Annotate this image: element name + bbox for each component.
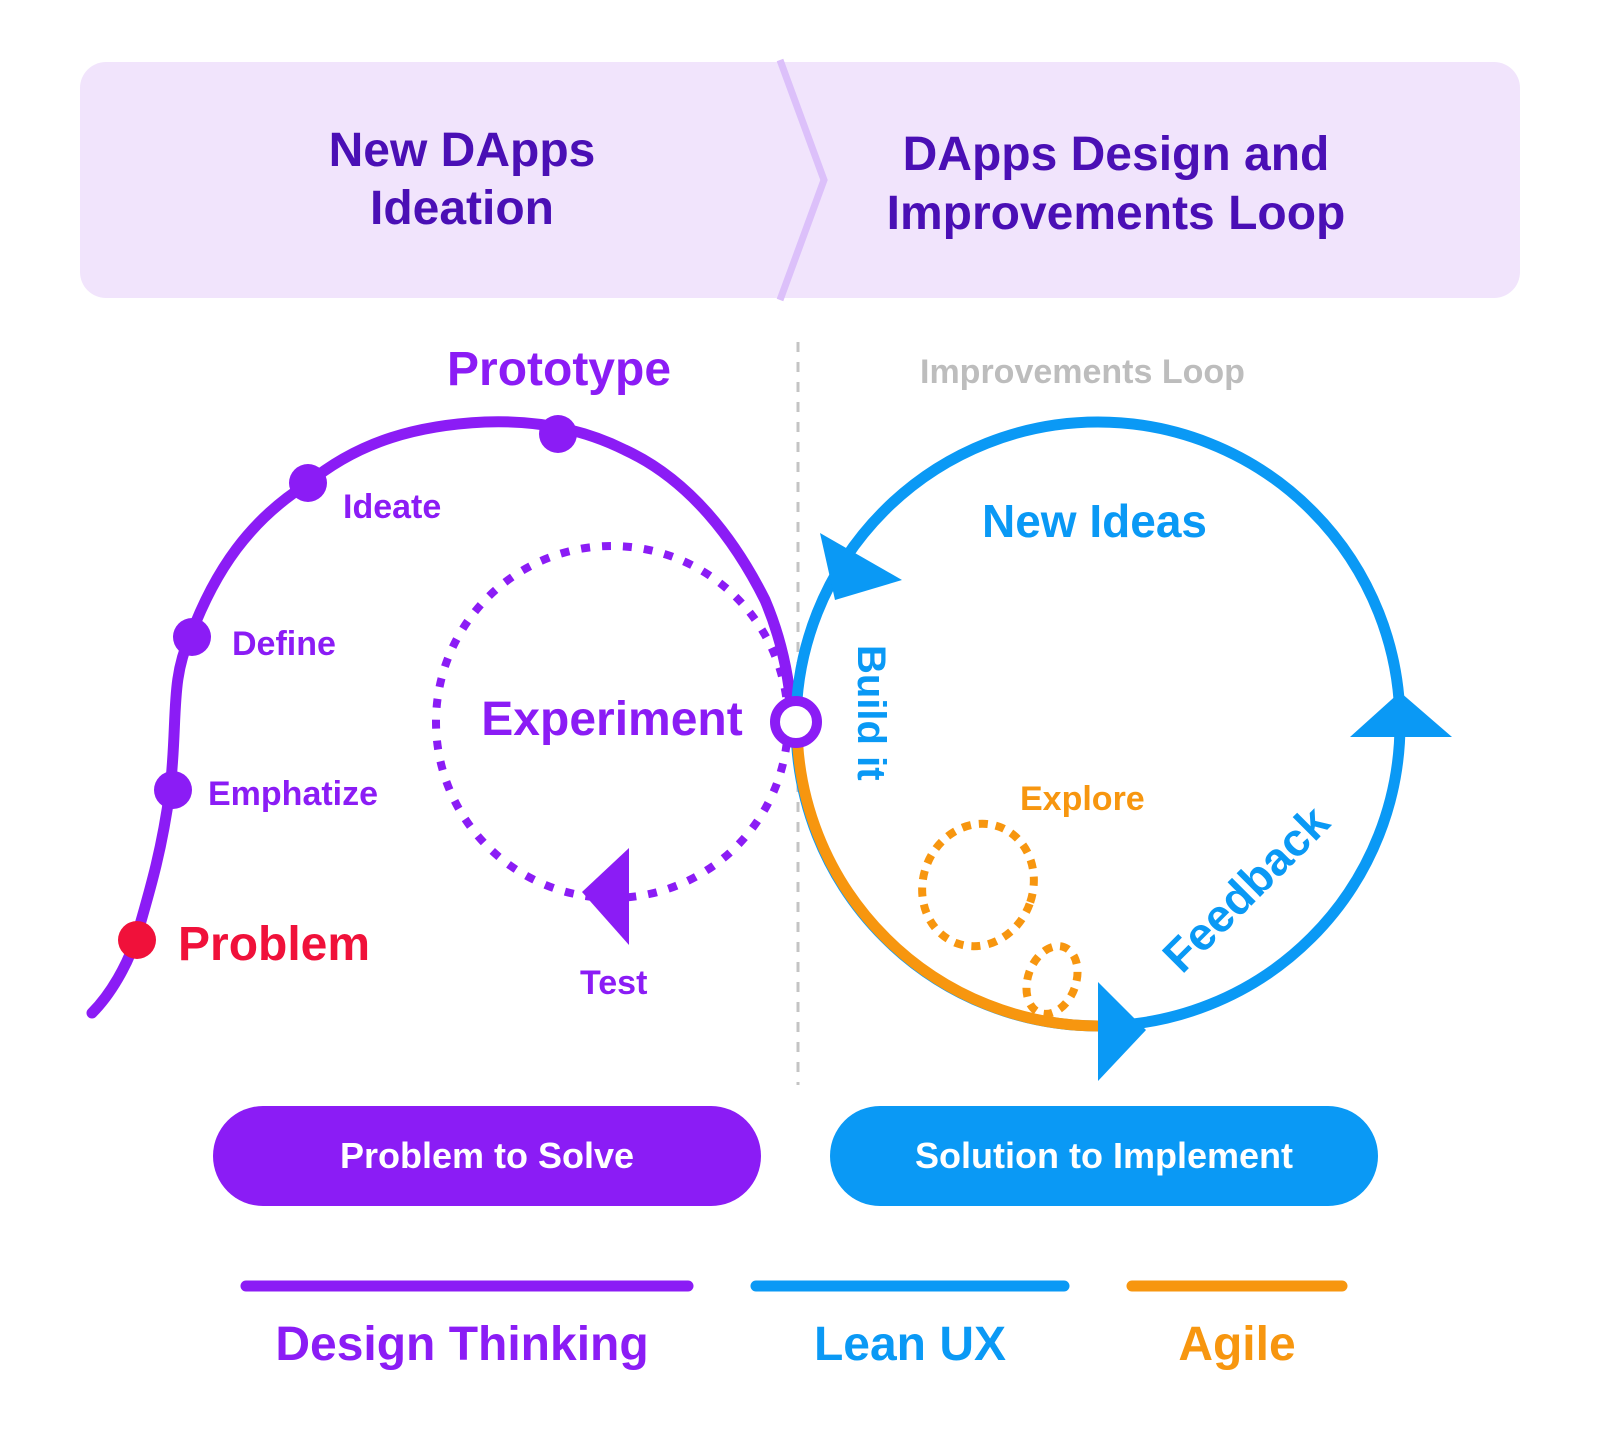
header-chevron-divider <box>776 58 828 302</box>
legend-label-agile: Agile <box>1178 1318 1295 1371</box>
experiment-junction-dot <box>770 696 822 748</box>
explore-label: Explore <box>1020 780 1145 818</box>
legend-label-design-thinking: Design Thinking <box>275 1318 648 1371</box>
solution-to-implement-pill: Solution to Implement <box>830 1106 1378 1206</box>
explore-loop-small <box>1022 942 1082 1018</box>
ideate-label: Ideate <box>343 488 441 526</box>
define-dot <box>173 618 211 656</box>
new-ideas-label: New Ideas <box>982 495 1207 547</box>
header-left-title-line1: New DApps <box>329 124 596 177</box>
test-label: Test <box>580 964 647 1002</box>
define-label: Define <box>232 625 336 663</box>
problem-dot <box>118 921 156 959</box>
header-right-title-line1: DApps Design and <box>903 128 1330 181</box>
experiment-label: Experiment <box>481 693 742 746</box>
build-it-label: Build it <box>849 645 893 781</box>
agile-arc <box>791 723 1099 1032</box>
feedback-label: Feedback <box>1152 795 1339 982</box>
emphatize-dot <box>154 771 192 809</box>
explore-loop-large <box>918 819 1038 951</box>
legend-label-lean-ux: Lean UX <box>814 1318 1006 1371</box>
lean-arrow-right <box>1350 692 1452 737</box>
header-left-title-line2: Ideation <box>370 182 554 235</box>
problem-label: Problem <box>178 918 370 971</box>
header-right-title-line2: Improvements Loop <box>887 187 1346 240</box>
lean-arrow-bottom <box>1098 982 1146 1081</box>
header-banner <box>80 62 1520 298</box>
emphatize-label: Emphatize <box>208 775 378 813</box>
experiment-arrow <box>582 848 629 945</box>
ideate-dot <box>289 464 327 502</box>
problem-to-solve-pill: Problem to Solve <box>213 1106 761 1206</box>
prototype-label: Prototype <box>447 343 671 396</box>
lean-arrow-top-left <box>820 533 902 600</box>
improvements-loop-label: Improvements Loop <box>920 353 1245 391</box>
prototype-dot <box>539 415 577 453</box>
